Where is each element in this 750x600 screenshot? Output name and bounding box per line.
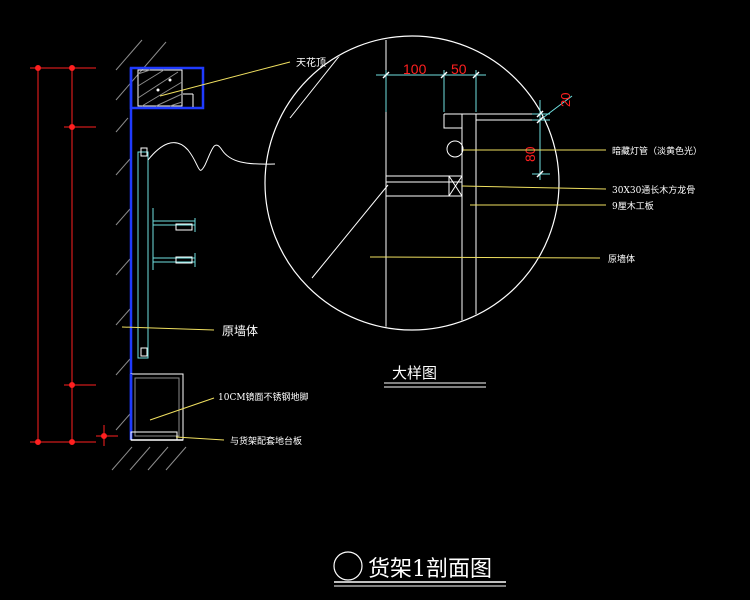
label-wall-detail: 原墙体 — [608, 253, 635, 265]
detail-dimension-ticks — [382, 71, 544, 178]
left-dimension-lines — [30, 65, 118, 446]
dim-50: 50 — [451, 61, 467, 77]
detail-circle — [264, 35, 560, 331]
dim-100: 100 — [403, 61, 427, 77]
wall-hatch — [111, 39, 187, 471]
drawing-title: 货架1剖面图 — [368, 557, 492, 582]
label-ceiling: 天花顶 — [296, 56, 326, 69]
label-wall-left: 原墙体 — [222, 324, 258, 338]
base-cabinet — [129, 373, 184, 441]
label-hidden-light: 暗藏灯管（淡黄色光） — [612, 145, 702, 157]
label-plywood: 9厘木工板 — [612, 200, 654, 212]
dim-80: 80 — [522, 146, 538, 162]
detail-leaders — [369, 149, 607, 259]
left-leaders — [121, 61, 291, 441]
label-base-board: 与货架配套地台板 — [230, 435, 302, 447]
detail-dimensions — [376, 70, 573, 180]
dim-20: 20 — [558, 93, 573, 107]
label-wood-keel: 30X30通长木方龙骨 — [612, 184, 695, 196]
detail-title: 大样图 — [392, 364, 437, 382]
shelf-unit — [137, 147, 196, 359]
title-circle — [333, 551, 363, 581]
detail-break-line — [147, 142, 276, 171]
label-kick-plate: 10CM镜面不锈钢地脚 — [218, 391, 309, 403]
